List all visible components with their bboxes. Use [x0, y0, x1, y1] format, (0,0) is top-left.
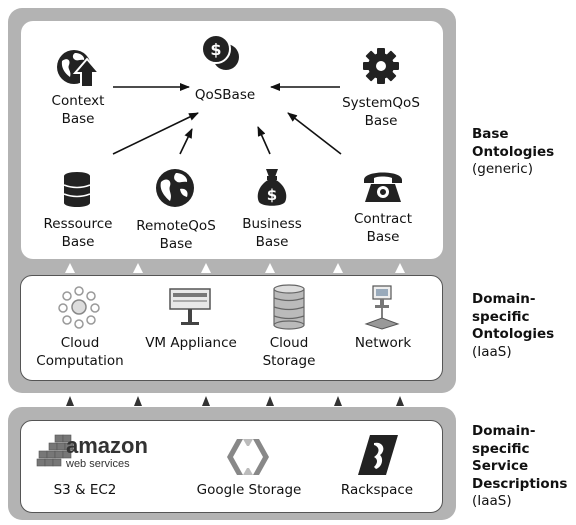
up-arrow-white-6: [395, 263, 405, 273]
svg-text:$: $: [267, 186, 277, 204]
arrow-resource-to-qosbase: [112, 112, 199, 155]
vm-appliance-label: VM Appliance: [145, 335, 237, 351]
service-descriptions-sub: (IaaS): [472, 493, 512, 509]
money-bag-icon: $: [257, 169, 287, 206]
arrow-business-to-qosbase: [257, 126, 271, 155]
domain-ontologies-sub: (IaaS): [472, 343, 512, 360]
network-label: Network: [354, 335, 412, 351]
up-arrow-white-1: [65, 263, 75, 273]
amazon-logo-sub: web services: [66, 458, 130, 470]
systemqos-base-label: SystemQoS Base: [342, 95, 420, 129]
contract-base-label: Contract Base: [353, 211, 413, 245]
service-descriptions-title: Domain- specific Service Descriptions: [472, 423, 568, 492]
rackspace-label: Rackspace: [340, 482, 414, 498]
rackspace-logo: [358, 435, 398, 475]
amazon-logo-word: amazon: [66, 433, 148, 458]
up-arrow-dark-6: [396, 396, 404, 406]
up-arrow-dark-3: [202, 396, 210, 406]
cloud-computation-label: Cloud Computation: [36, 335, 124, 369]
up-arrow-dark-4: [266, 396, 274, 406]
google-storage-label: Google Storage: [196, 482, 302, 498]
ressource-base-label: Ressource Base: [43, 216, 113, 250]
base-ontologies-sub: (generic): [472, 161, 533, 177]
google-storage-logo: [227, 439, 269, 475]
arrow-remote-to-qosbase: [179, 128, 193, 155]
telephone-icon: [364, 172, 402, 202]
coins-icon: $: [201, 34, 239, 70]
network-icon: [364, 285, 400, 330]
amazon-logo: [36, 434, 74, 467]
white-up-arrows: [65, 263, 405, 273]
up-arrow-white-5: [333, 263, 343, 273]
cluster-icon: [58, 286, 100, 329]
domain-ontologies-annotation: Domain- specific Ontologies (IaaS): [472, 291, 572, 361]
up-arrow-dark-1: [66, 396, 74, 406]
service-descriptions-annotation: Domain- specific Service Descriptions (I…: [472, 423, 576, 511]
database-icon: [63, 172, 91, 207]
globe-arrow-icon: [57, 50, 102, 88]
base-ontologies-annotation: Base Ontologies (generic): [472, 126, 572, 179]
gear-icon: [363, 48, 399, 84]
domain-ontologies-title: Domain- specific Ontologies: [472, 291, 555, 342]
up-arrow-dark-5: [334, 396, 342, 406]
svg-text:$: $: [210, 40, 221, 59]
globe-icon: [156, 169, 194, 207]
storage-icon: [273, 284, 305, 330]
base-ontologies-title: Base Ontologies: [472, 126, 555, 160]
base-arrows: [112, 83, 342, 155]
business-base-label: Business Base: [242, 216, 302, 250]
up-arrow-dark-2: [134, 396, 142, 406]
dark-up-arrows: [66, 396, 404, 406]
context-base-label: Context Base: [51, 93, 105, 127]
qosbase-label: QoSBase: [194, 87, 256, 103]
server-rack-icon: [169, 288, 211, 325]
up-arrow-white-4: [265, 263, 275, 273]
up-arrow-white-2: [133, 263, 143, 273]
s3-ec2-label: S3 & EC2: [53, 482, 117, 498]
cloud-storage-label: Cloud Storage: [262, 335, 316, 369]
up-arrow-white-3: [201, 263, 211, 273]
arrow-contract-to-qosbase: [287, 112, 342, 155]
remoteqos-base-label: RemoteQoS Base: [136, 218, 216, 252]
